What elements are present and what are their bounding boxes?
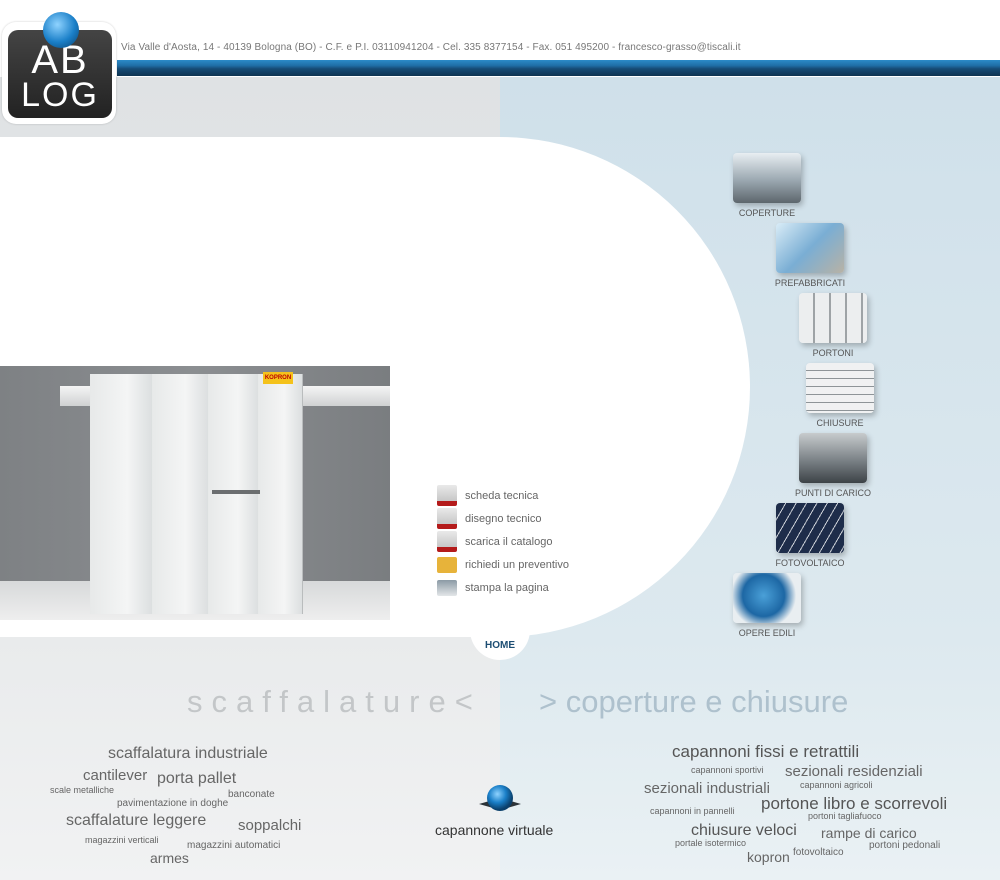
action-links: scheda tecnica disegno tecnico scarica i… <box>437 484 569 599</box>
action-scheda-tecnica[interactable]: scheda tecnica <box>437 484 569 507</box>
tag-link[interactable]: portoni tagliafuoco <box>808 811 882 821</box>
door-panel <box>258 374 303 614</box>
kopron-sign: KOPRON <box>263 372 293 384</box>
fotovoltaico-thumbnail <box>776 503 844 553</box>
header-bar <box>117 60 1000 76</box>
capannone-virtuale-link[interactable]: capannone virtuale <box>435 822 554 838</box>
punti-di-carico-thumbnail <box>799 433 867 483</box>
tag-link[interactable]: scale metalliche <box>50 785 115 795</box>
action-stampa-pagina[interactable]: stampa la pagina <box>437 576 569 599</box>
tag-link[interactable]: scaffalatura industriale <box>108 745 268 762</box>
nav-label: COPERTURE <box>738 208 796 218</box>
action-label: stampa la pagina <box>465 581 549 594</box>
tag-link[interactable]: portone libro e scorrevoli <box>761 794 948 813</box>
door-panel <box>90 374 153 614</box>
tag-link[interactable]: soppalchi <box>238 817 302 834</box>
logo[interactable]: AB LOG <box>2 12 116 124</box>
tag-link[interactable]: banconate <box>228 789 275 800</box>
door-panel <box>152 374 209 614</box>
action-label: scheda tecnica <box>465 489 539 502</box>
tag-link[interactable]: cantilever <box>83 767 148 784</box>
doc-icon <box>437 485 457 506</box>
contact-info: Via Valle d'Aosta, 14 - 40139 Bologna (B… <box>121 42 741 53</box>
capannone-virtuale-icon[interactable] <box>479 784 521 814</box>
tag-link[interactable]: magazzini verticali <box>85 835 159 845</box>
tag-link[interactable]: capannoni sportivi <box>691 765 764 775</box>
action-label: scarica il catalogo <box>465 535 553 548</box>
tag-link[interactable]: kopron <box>747 849 790 865</box>
action-label: richiedi un preventivo <box>465 558 569 571</box>
panic-bar <box>212 490 260 494</box>
nav-label: PUNTI DI CARICO <box>794 488 871 498</box>
tag-link[interactable]: capannoni agricoli <box>800 780 873 790</box>
opere-edili-thumbnail <box>733 573 801 623</box>
logo-text-log: LOG <box>21 76 99 114</box>
product-image: KOPRON <box>0 366 390 620</box>
tag-link[interactable]: rampe di carico <box>821 825 917 841</box>
tag-link[interactable]: sezionali residenziali <box>785 763 923 780</box>
prefabbricati-thumbnail <box>776 223 844 273</box>
nav-label: PREFABBRICATI <box>774 278 846 288</box>
tag-link[interactable]: portale isotermico <box>675 838 747 848</box>
portoni-thumbnail <box>799 293 867 343</box>
coperture-thumbnail <box>733 153 801 203</box>
action-label: disegno tecnico <box>465 512 542 525</box>
tag-link[interactable]: chiusure veloci <box>691 822 797 839</box>
action-richiedi-preventivo[interactable]: richiedi un preventivo <box>437 553 569 576</box>
tag-link[interactable]: capannoni fissi e retrattili <box>672 742 860 761</box>
nav-label: CHIUSURE <box>816 418 864 428</box>
nav-label: OPERE EDILI <box>738 628 796 638</box>
print-icon <box>437 579 457 596</box>
nav-label: FOTOVOLTAICO <box>775 558 845 568</box>
logo-ball-icon <box>43 12 79 48</box>
tag-link[interactable]: armes <box>150 850 189 866</box>
chiusure-thumbnail <box>806 363 874 413</box>
door-panel <box>208 374 259 614</box>
tag-link[interactable]: capannoni in pannelli <box>650 806 735 816</box>
tag-link[interactable]: portoni pedonali <box>869 840 941 851</box>
tag-link[interactable]: porta pallet <box>157 770 237 787</box>
action-scarica-catalogo[interactable]: scarica il catalogo <box>437 530 569 553</box>
coperture-chiusure-title[interactable]: > coperture e chiusure <box>539 684 849 719</box>
scaffalature-title[interactable]: scaffalature< <box>187 684 482 719</box>
download-icon <box>437 531 457 552</box>
check-icon <box>437 556 457 573</box>
tag-link[interactable]: fotovoltaico <box>793 847 844 858</box>
tag-link[interactable]: scaffalature leggere <box>66 812 207 829</box>
tag-link[interactable]: sezionali industriali <box>644 780 770 797</box>
nav-label: PORTONI <box>812 348 854 358</box>
tag-link[interactable]: pavimentazione in doghe <box>117 798 229 809</box>
tag-link[interactable]: magazzini automatici <box>187 840 281 851</box>
action-disegno-tecnico[interactable]: disegno tecnico <box>437 507 569 530</box>
home-link[interactable]: HOME <box>485 640 515 651</box>
drawing-icon <box>437 508 457 529</box>
